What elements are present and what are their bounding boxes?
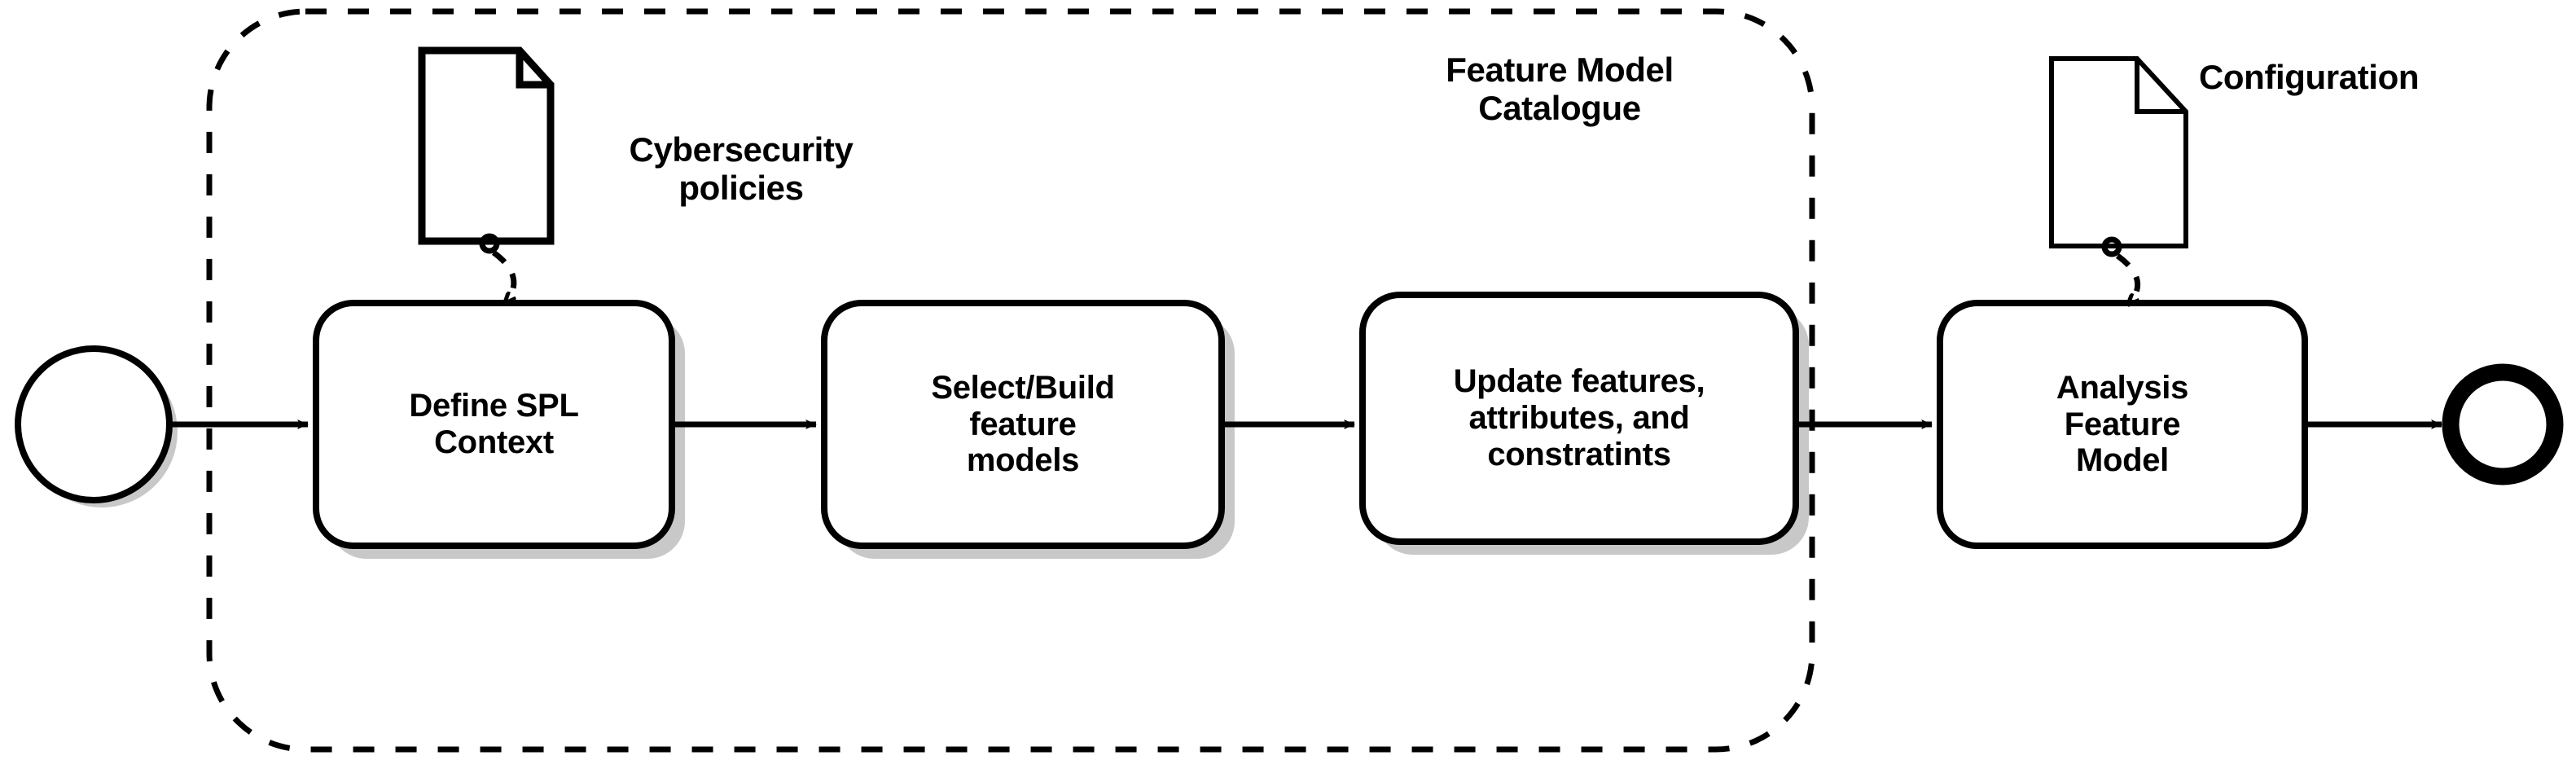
assoc-policies-to-define [479, 233, 514, 303]
artifact-label-configuration: Configuration [2199, 58, 2420, 97]
end-event-hit[interactable] [2451, 372, 2555, 477]
task-hit-analysis-feature-model[interactable] [1940, 303, 2305, 546]
task-hit-update-features-attributes-constraints[interactable] [1363, 295, 1796, 542]
assoc-configuration-to-analysis [2101, 236, 2141, 305]
start-event-hit[interactable] [18, 349, 169, 500]
artifact-hit-configuration[interactable] [2052, 59, 2186, 246]
task-hit-select-build-feature-models[interactable] [824, 303, 1222, 546]
artifact-label-cybersecurity-policies: Cybersecurity policies [629, 130, 854, 207]
group-label-feature-model-catalogue: Feature Model Catalogue [1446, 50, 1674, 127]
artifact-hit-cybersecurity-policies[interactable] [422, 51, 551, 241]
task-hit-define-spl-context[interactable] [316, 303, 672, 546]
